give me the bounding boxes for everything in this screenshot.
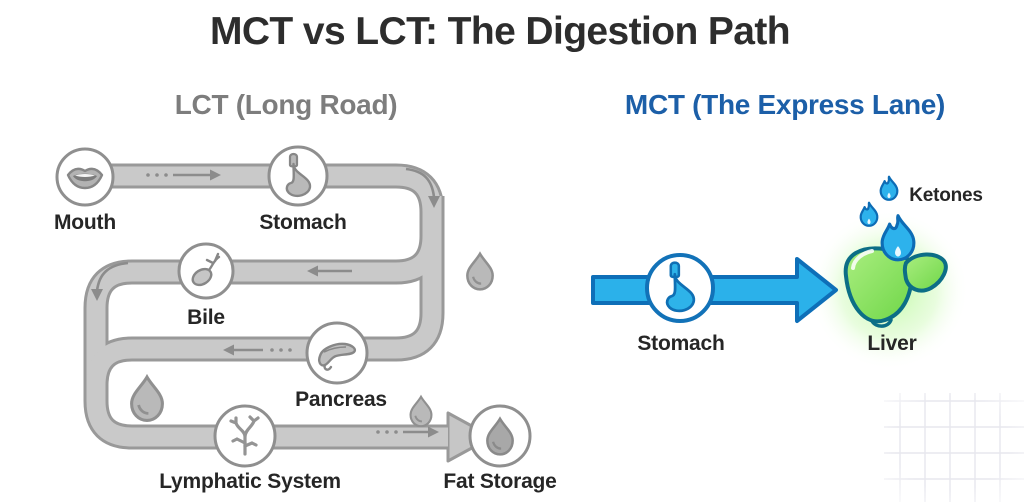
pancreas-icon: [318, 342, 357, 371]
droplet-icon: [466, 251, 494, 291]
label-lymphatic-system: Lymphatic System: [159, 470, 341, 493]
page-title: MCT vs LCT: The Digestion Path: [209, 10, 791, 53]
flow-arrow-mouth-stomach: [146, 169, 221, 181]
bile-node: [177, 242, 235, 300]
label-stomach-mct: Stomach: [637, 332, 725, 355]
flame-icon: [859, 201, 879, 227]
label-stomach-lct: Stomach: [259, 211, 347, 234]
label-ketones: Ketones: [909, 185, 983, 206]
flow-arrow-down-left: [91, 261, 129, 301]
label-pancreas: Pancreas: [295, 388, 387, 411]
label-mouth: Mouth: [54, 211, 116, 234]
mct-heading: MCT (The Express Lane): [625, 89, 945, 121]
mct-heading-qualifier: (The Express Lane): [684, 89, 946, 120]
fat-droplets: [130, 251, 494, 428]
flow-arrow-row4-right: [376, 426, 439, 438]
grid-fade-overlay: [880, 385, 1024, 502]
pancreas-node: [305, 321, 369, 385]
droplet-icon: [130, 373, 164, 422]
lct-heading: LCT (Long Road): [175, 89, 398, 121]
mouth-icon: [66, 167, 104, 190]
lymphatic-node: [213, 404, 277, 468]
stomach-node-lct: [267, 145, 329, 207]
stomach-node-mct: [645, 253, 715, 323]
label-liver: Liver: [867, 332, 917, 355]
liver-icon: [843, 246, 948, 328]
stomach-icon: [285, 152, 312, 198]
flow-arrow-row3-left: [223, 344, 292, 356]
droplet-icon: [409, 394, 433, 428]
lct-heading-qualifier: (Long Road): [228, 89, 398, 120]
flow-arrow-row2-left: [307, 265, 352, 277]
flow-arrow-down-right: [405, 167, 440, 208]
mouth-node: [55, 147, 115, 207]
flame-icon: [880, 214, 916, 262]
fat-storage-node: [468, 404, 532, 468]
lymphatic-vessels-icon: [229, 415, 260, 456]
stomach-icon: [665, 261, 696, 313]
lct-heading-abbr: LCT: [174, 89, 229, 120]
gallbladder-icon: [191, 252, 221, 287]
ketone-flames: [859, 175, 916, 262]
mct-heading-abbr: MCT: [624, 89, 685, 120]
fat-droplet-icon: [486, 416, 514, 456]
flow-arrows: [91, 167, 440, 438]
label-fat-storage: Fat Storage: [443, 470, 557, 493]
lct-nodes: [55, 145, 532, 468]
label-bile: Bile: [187, 306, 225, 329]
flame-icon: [879, 175, 899, 201]
